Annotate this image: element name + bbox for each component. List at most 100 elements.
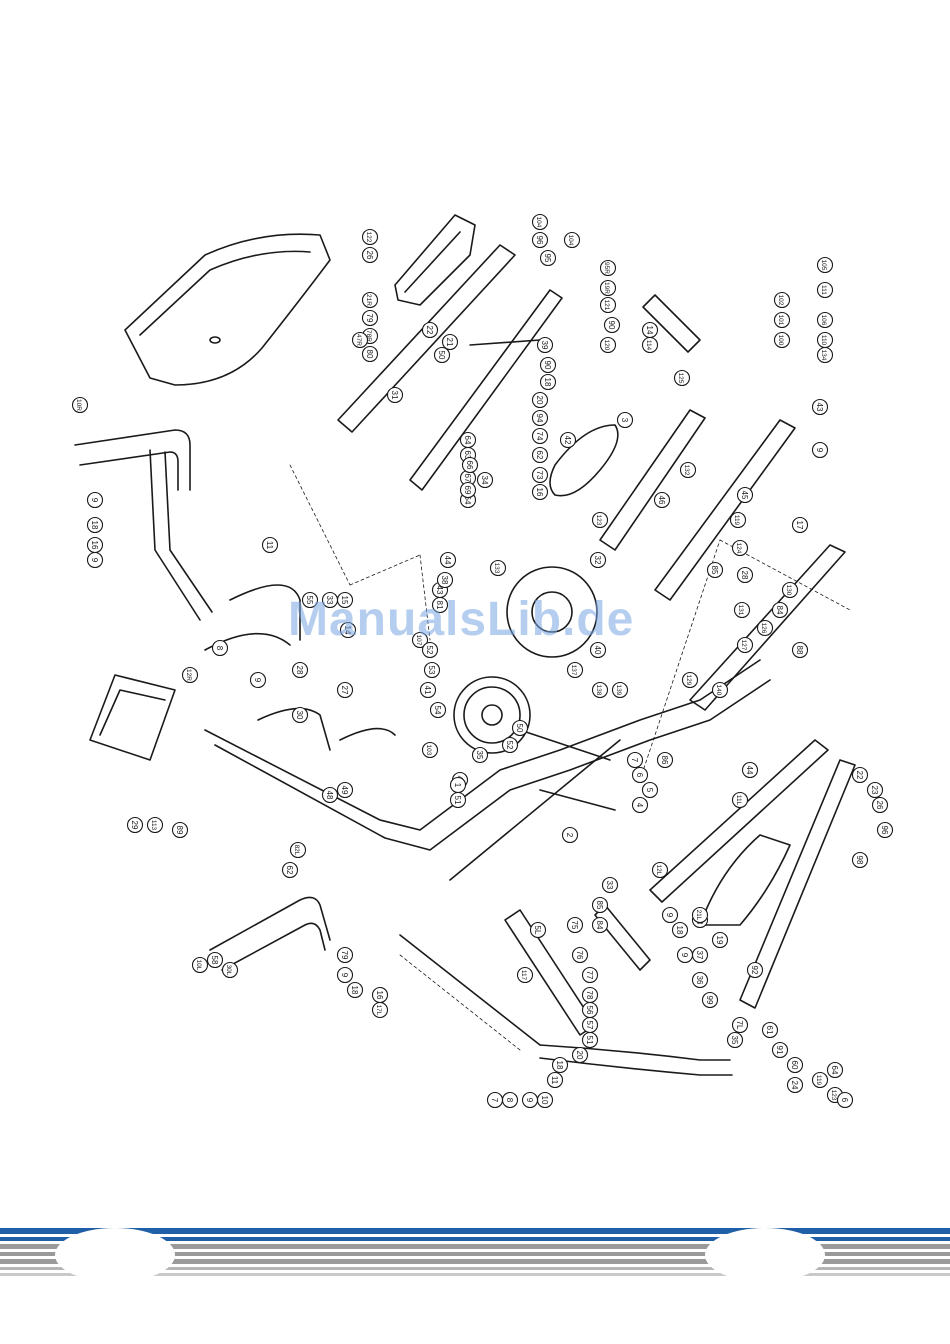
part-number-label: 40: [593, 646, 602, 655]
part-number-label: 139: [615, 685, 622, 696]
part-number-label: 138: [595, 685, 602, 696]
part-number-label: 9: [680, 953, 689, 958]
part-callout: [86, 491, 104, 509]
part-number-label: 23: [870, 786, 879, 795]
part-number-label: 56: [585, 1006, 594, 1015]
rear-rail: [599, 409, 706, 551]
part-number-label: 104: [567, 235, 574, 246]
part-number-label: 48: [325, 791, 334, 800]
part-callout: [631, 796, 649, 814]
part-callout: [599, 296, 617, 314]
part-number-label: 126: [760, 623, 767, 634]
drive-belt: [549, 424, 619, 497]
part-callout: [599, 336, 617, 354]
part-callout: [733, 601, 751, 619]
part-callout: [731, 1016, 749, 1034]
part-callout: [86, 516, 104, 534]
part-number-label: 9: [525, 1098, 534, 1103]
part-number-label: 9: [90, 558, 99, 563]
part-number-label: 44: [443, 556, 452, 565]
part-callout: [361, 309, 379, 327]
flywheel: [506, 566, 598, 658]
part-number-label: 54: [433, 706, 442, 715]
part-callout: [211, 639, 229, 657]
part-number-label: 18: [675, 926, 684, 935]
part-number-label: 67: [463, 474, 472, 483]
part-number-label: 52: [505, 741, 514, 750]
handlebar-left: [209, 896, 331, 951]
part-number-label: 85: [595, 901, 604, 910]
part-number-label: 134: [820, 350, 827, 361]
part-number-label: 85: [710, 566, 719, 575]
part-number-label: 102: [777, 295, 784, 306]
part-number-label: 92: [750, 966, 759, 975]
part-number-label: 82L: [293, 845, 300, 856]
part-callout: [866, 781, 884, 799]
part-number-label: 20: [575, 1051, 584, 1060]
part-number-label: 5L: [533, 926, 542, 935]
part-number-label: 122: [365, 232, 372, 243]
part-number-label: 110: [820, 335, 827, 346]
part-callout: [559, 431, 577, 449]
part-callout: [641, 336, 659, 354]
part-callout: [459, 481, 477, 499]
part-callout: [656, 751, 674, 769]
part-callout: [429, 701, 447, 719]
part-number-label: 89: [175, 826, 184, 835]
part-callout: [791, 516, 809, 534]
part-callout: [221, 961, 239, 979]
part-callout: [816, 281, 834, 299]
part-number-label: 21L: [695, 910, 702, 921]
part-callout: [711, 681, 729, 699]
part-number-label: 28: [740, 571, 749, 580]
part-callout: [679, 461, 697, 479]
part-number-label: 78R: [365, 330, 372, 342]
part-callout: [411, 631, 429, 649]
part-callout: [336, 946, 354, 964]
part-callout: [591, 916, 609, 934]
part-callout: [361, 291, 379, 309]
part-number-label: 31: [390, 391, 399, 400]
part-callout: [476, 471, 494, 489]
part-callout: [361, 228, 379, 246]
handlebar-left-lower: [539, 1044, 731, 1061]
part-callout: [706, 561, 724, 579]
part-number-label: 1: [453, 783, 462, 788]
part-number-label: 11L: [735, 795, 742, 806]
part-number-label: 49: [340, 786, 349, 795]
part-callout: [471, 746, 489, 764]
part-callout: [531, 483, 549, 501]
part-number-label: 123: [830, 1090, 837, 1101]
part-callout: [726, 1031, 744, 1049]
part-number-label: 50: [437, 351, 446, 360]
part-callout: [291, 706, 309, 724]
part-number-label: 12L: [655, 865, 662, 876]
part-number-label: 42: [563, 436, 572, 445]
part-number-label: 41: [423, 686, 432, 695]
part-number-label: 111: [820, 285, 827, 295]
pedal-arm-left: [649, 739, 829, 903]
part-number-label: 123: [595, 515, 602, 526]
part-number-label: 75: [570, 921, 579, 930]
stabilizer-bar: [642, 294, 701, 353]
part-callout: [731, 539, 749, 557]
part-callout: [616, 411, 634, 429]
part-callout: [773, 291, 791, 309]
part-number-label: 5: [645, 788, 654, 793]
part-callout: [281, 861, 299, 879]
part-number-label: 88: [795, 646, 804, 655]
part-callout: [433, 346, 451, 364]
part-callout: [566, 916, 584, 934]
part-number-label: 117: [520, 970, 527, 981]
part-number-label: 66: [465, 461, 474, 470]
part-number-label: 132: [683, 465, 690, 476]
part-number-label: 18: [350, 986, 359, 995]
part-number-label: 94: [535, 414, 544, 423]
part-number-label: 121: [603, 300, 610, 311]
part-callout: [786, 1056, 804, 1074]
part-number-label: 63: [463, 451, 472, 460]
part-callout: [361, 246, 379, 264]
part-number-label: 19R: [603, 282, 610, 294]
part-callout: [626, 751, 644, 769]
